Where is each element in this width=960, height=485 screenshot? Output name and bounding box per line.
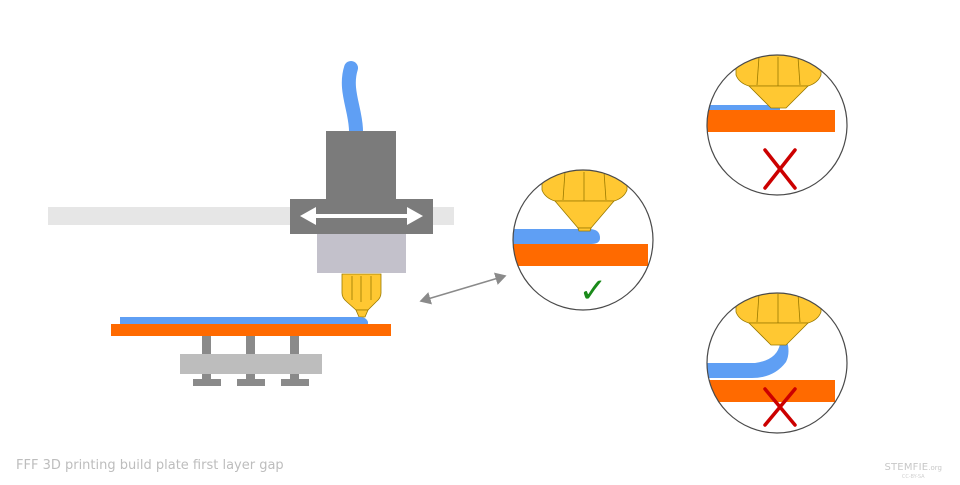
cross-mark-icon <box>763 148 797 190</box>
brand-license: CC-BY-SA <box>901 474 925 480</box>
detail-correct-gap: ✓ <box>512 169 654 311</box>
check-mark-icon: ✓ <box>579 271 608 311</box>
detail-too-close <box>706 54 848 196</box>
brand-tld: .org <box>928 464 942 472</box>
printer-assembly <box>48 61 454 386</box>
filament-feed <box>341 61 363 138</box>
brand-name: STEMFIE <box>884 462 929 473</box>
caption: FFF 3D printing build plate first layer … <box>16 458 284 473</box>
bed-support <box>180 336 322 386</box>
detail-too-far <box>706 292 848 434</box>
cross-mark-icon <box>763 387 797 427</box>
brand-watermark: STEMFIE.org CC-BY-SA <box>884 457 942 480</box>
pointer-arrow <box>419 272 507 305</box>
double-arrow-icon <box>300 207 423 225</box>
extruder-body <box>326 131 396 199</box>
heater-block <box>317 234 406 273</box>
nozzle <box>341 273 382 318</box>
first-layer-filament <box>120 316 368 324</box>
build-plate <box>111 324 391 336</box>
